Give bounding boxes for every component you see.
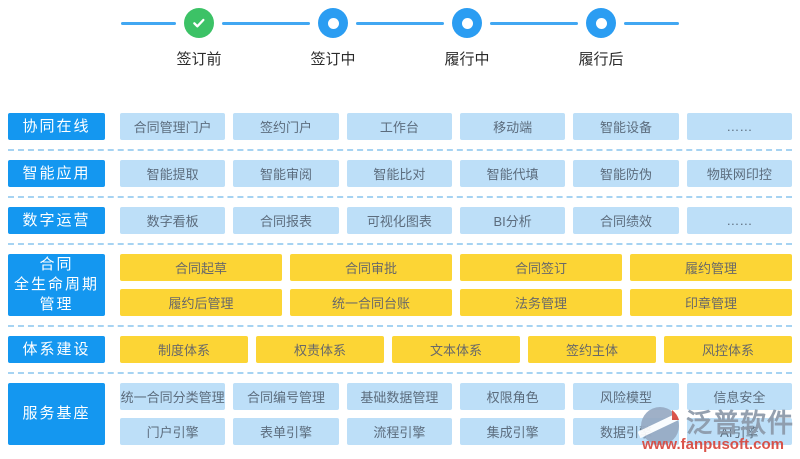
feature-item: 合同管理门户: [120, 113, 226, 140]
stepper-line: [490, 21, 578, 25]
dot-hole: [461, 17, 473, 29]
stepper-line: [624, 21, 679, 25]
feature-item: 门户引擎: [120, 418, 226, 445]
row-label: 协同在线: [8, 113, 105, 140]
stepper-track: [0, 6, 800, 40]
stepper-dot-3: [452, 8, 482, 38]
stepper-line: [121, 21, 176, 25]
stepper-label-1: 签订前: [176, 51, 222, 68]
row-line: 统一合同分类管理合同编号管理基础数据管理权限角色风险模型信息安全: [120, 383, 792, 410]
feature-item: 合同审批: [290, 254, 452, 281]
row-items: 制度体系权责体系文本体系签约主体风控体系: [120, 336, 792, 363]
feature-item: ……: [686, 207, 792, 234]
stepper-label-4: 履行后: [578, 51, 624, 68]
watermark-brand: 泛普软件: [685, 408, 794, 438]
fanpu-logo-icon: [638, 407, 682, 445]
feature-item: 集成引擎: [460, 418, 566, 445]
feature-row: 体系建设制度体系权责体系文本体系签约主体风控体系: [8, 336, 792, 363]
feature-row: 协同在线合同管理门户签约门户工作台移动端智能设备 ……: [8, 113, 792, 140]
row-items: 合同管理门户签约门户工作台移动端智能设备 ……: [120, 113, 792, 140]
check-icon: [193, 18, 205, 28]
feature-item: 工作台: [346, 113, 452, 140]
row-line: 合同起草合同审批合同签订履约管理: [120, 254, 792, 281]
feature-item: 合同绩效: [573, 207, 679, 234]
stepper-dot-4: [586, 8, 616, 38]
feature-item: ……: [686, 113, 792, 140]
feature-item: 合同报表: [233, 207, 339, 234]
feature-item: 智能提取: [120, 160, 226, 187]
feature-item: 流程引擎: [346, 418, 452, 445]
feature-item: 统一合同台账: [290, 289, 452, 316]
stepper-labels: 签订前 签订中 履行中 履行后: [0, 40, 800, 68]
dot-hole: [595, 17, 607, 29]
stepper-label-2: 签订中: [310, 51, 356, 68]
row-items: 统一合同分类管理合同编号管理基础数据管理权限角色风险模型信息安全门户引擎表单引擎…: [120, 383, 792, 445]
row-label: 智能应用: [8, 160, 105, 187]
row-separator: [8, 325, 792, 327]
feature-item: 权限角色: [460, 383, 566, 410]
feature-item: 文本体系: [392, 336, 520, 363]
feature-item: 签约门户: [233, 113, 339, 140]
feature-item: 智能设备: [573, 113, 679, 140]
feature-item: 移动端: [460, 113, 566, 140]
row-line: 数字看板合同报表可视化图表 BI分析合同绩效 ……: [120, 207, 792, 234]
feature-item: 信息安全: [686, 383, 792, 410]
feature-item: AI引擎: [686, 418, 792, 445]
stepper-line: [356, 21, 444, 25]
feature-row: 智能应用智能提取智能审阅智能比对智能代填智能防伪物联网印控: [8, 160, 792, 187]
feature-item: 合同编号管理: [233, 383, 339, 410]
row-items: 智能提取智能审阅智能比对智能代填智能防伪物联网印控: [120, 160, 792, 187]
feature-item: 风险模型: [573, 383, 679, 410]
row-label: 服务基座: [8, 383, 105, 445]
feature-item: 基础数据管理: [346, 383, 452, 410]
feature-item: 智能审阅: [233, 160, 339, 187]
row-line: 智能提取智能审阅智能比对智能代填智能防伪物联网印控: [120, 160, 792, 187]
feature-rows: 协同在线合同管理门户签约门户工作台移动端智能设备……智能应用智能提取智能审阅智能…: [8, 113, 792, 445]
feature-item: 风控体系: [664, 336, 792, 363]
row-items: 合同起草合同审批合同签订履约管理履约后管理统一合同台账法务管理印章管理: [120, 254, 792, 316]
feature-item: 合同起草: [120, 254, 282, 281]
row-separator: [8, 149, 792, 151]
contract-lifecycle-stepper: 签订前 签订中 履行中 履行后: [0, 6, 800, 68]
dot-hole: [327, 17, 339, 29]
row-separator: [8, 243, 792, 245]
feature-diagram: 签订前 签订中 履行中 履行后 协同在线合同管理门户签约门户工作台移动端智能设备 …… 智…: [0, 6, 800, 459]
feature-item: 印章管理: [630, 289, 792, 316]
watermark-url: www.fanpusoft.com: [642, 436, 784, 453]
feature-item: 统一合同分类管理: [120, 383, 226, 410]
feature-item: 合同签订: [460, 254, 622, 281]
feature-item: 履约后管理: [120, 289, 282, 316]
feature-item: 可视化图表: [346, 207, 452, 234]
row-label: 体系建设: [8, 336, 105, 363]
row-separator: [8, 196, 792, 198]
stepper-dot-2: [318, 8, 348, 38]
feature-item: 签约主体: [528, 336, 656, 363]
row-line: 制度体系权责体系文本体系签约主体风控体系: [120, 336, 792, 363]
feature-item: 法务管理: [460, 289, 622, 316]
row-label: 合同 全生命周期 管理: [8, 254, 105, 316]
watermark: 泛普软件 www.fanpusoft.com: [638, 403, 794, 453]
feature-item: 智能防伪: [573, 160, 679, 187]
row-items: 数字看板合同报表可视化图表 BI分析合同绩效 ……: [120, 207, 792, 234]
feature-item: BI分析: [460, 207, 566, 234]
feature-row: 数字运营数字看板合同报表可视化图表 BI分析合同绩效 ……: [8, 207, 792, 234]
stepper-dot-1: [184, 8, 214, 38]
feature-item: 智能比对: [346, 160, 452, 187]
feature-item: 数字看板: [120, 207, 226, 234]
feature-item: 权责体系: [256, 336, 384, 363]
feature-item: 履约管理: [630, 254, 792, 281]
feature-item: 表单引擎: [233, 418, 339, 445]
row-separator: [8, 372, 792, 374]
feature-row: 服务基座统一合同分类管理合同编号管理基础数据管理权限角色风险模型信息安全门户引擎…: [8, 383, 792, 445]
stepper-label-3: 履行中: [444, 51, 490, 68]
row-label: 数字运营: [8, 207, 105, 234]
feature-item: 制度体系: [120, 336, 248, 363]
feature-row: 合同 全生命周期 管理合同起草合同审批合同签订履约管理履约后管理统一合同台账法务…: [8, 254, 792, 316]
row-line: 履约后管理统一合同台账法务管理印章管理: [120, 289, 792, 316]
feature-item: 智能代填: [460, 160, 566, 187]
feature-item: 物联网印控: [686, 160, 792, 187]
stepper-line: [222, 21, 310, 25]
row-line: 合同管理门户签约门户工作台移动端智能设备 ……: [120, 113, 792, 140]
